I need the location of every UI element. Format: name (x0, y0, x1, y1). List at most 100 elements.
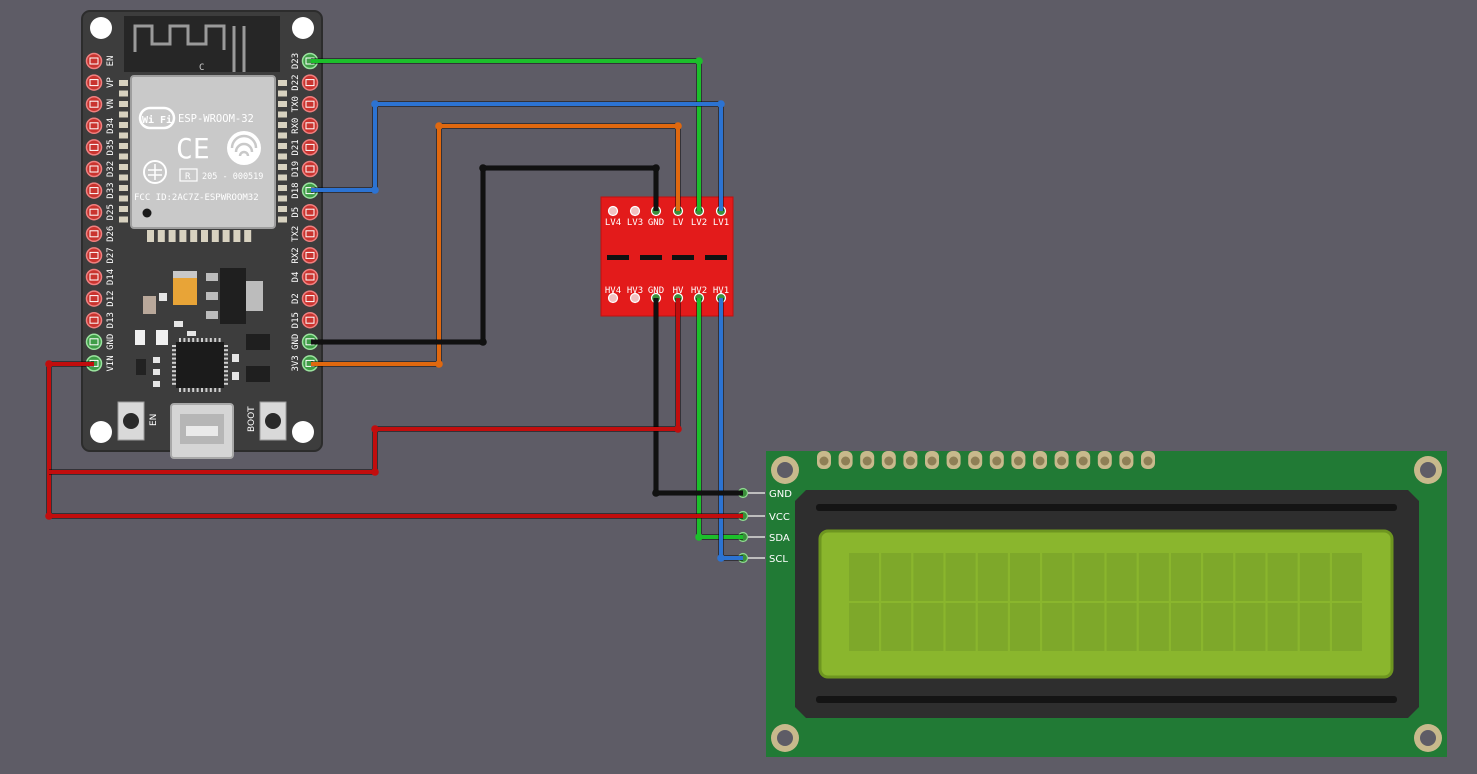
esp32-pin-label: D5 (291, 207, 301, 218)
esp32-pin-label: TX0 (291, 96, 301, 112)
esp32-pin-label: D26 (106, 226, 116, 242)
esp32-pin-d22[interactable] (301, 74, 319, 91)
led (156, 330, 168, 345)
lcd-pin-sda[interactable] (737, 531, 766, 543)
r-mark-box (179, 168, 198, 182)
regulator-tab (246, 281, 263, 311)
esp32-pin-d25[interactable] (85, 203, 103, 221)
espressif-logo-icon (227, 131, 261, 165)
level-shifter-pin-label: GND (648, 218, 664, 228)
mount-hole (90, 17, 112, 39)
esp32-pin-label: D13 (106, 312, 116, 328)
esp32-pin-gnd[interactable] (85, 333, 103, 351)
level-shifter-pin-label: LV3 (627, 218, 643, 228)
fcc-id-label: FCC ID:2AC7Z-ESPWROOM32 (134, 193, 259, 203)
esp32-pin-label: 3V3 (291, 355, 301, 371)
esp32-pin-label: D25 (106, 204, 116, 220)
level-shifter-pin-label: HV4 (605, 286, 621, 296)
level-shifter-pin-label: LV2 (691, 218, 707, 228)
esp32-pin-d34[interactable] (85, 117, 103, 135)
level-shifter-pin-label: GND (648, 286, 664, 296)
esp32-pin-d5[interactable] (301, 203, 319, 221)
esp32-pin-d14[interactable] (85, 268, 103, 286)
usb-uart-chip (176, 342, 224, 388)
esp32-pin-d15[interactable] (301, 311, 319, 329)
level-shifter-dashes (607, 255, 727, 260)
esp32-pin-d13[interactable] (85, 311, 103, 329)
level-shifter-pin-hv4[interactable] (607, 292, 619, 304)
esp32-pin-label: D14 (106, 269, 116, 285)
esp32-pin-en[interactable] (85, 52, 103, 70)
level-shifter-pin-lv3[interactable] (629, 205, 641, 217)
wifi-logo-icon: Wi Fi (138, 106, 176, 130)
esp32-pin-rx0[interactable] (301, 117, 319, 135)
en-button-label: EN (149, 414, 159, 426)
level-shifter-pin-label: HV (673, 286, 684, 296)
esp32-pin-label: TX2 (291, 226, 301, 242)
esp32-pin-label: D4 (291, 272, 301, 283)
lcd-pin-label: GND (769, 489, 792, 500)
module-bottom-pads (147, 230, 252, 242)
esp32-pin-label: D19 (291, 161, 301, 177)
esp32-pin-tx2[interactable] (301, 225, 319, 243)
wire-vin-to-lcd-vcc[interactable] (47, 362, 743, 518)
en-button[interactable] (117, 401, 145, 441)
esp32-pin-label: GND (106, 334, 116, 350)
level-shifter-pin-hv3[interactable] (629, 292, 641, 304)
r-mark: R (185, 172, 191, 182)
esp32-pin-d21[interactable] (301, 139, 319, 156)
esp32-pin-label: D33 (106, 182, 116, 198)
esp32-pin-vp[interactable] (85, 74, 103, 91)
esp32-pin-label: D18 (291, 182, 301, 198)
esp32-pin-label: VP (106, 77, 116, 88)
esp32-pin-vn[interactable] (85, 95, 103, 113)
antenna-trace (133, 24, 246, 72)
esp32-pin-d4[interactable] (301, 268, 319, 286)
wire-junctions (45, 57, 725, 562)
voltage-regulator (220, 268, 246, 324)
esp32-pin-d2[interactable] (301, 290, 319, 307)
esp32-pin-d26[interactable] (85, 225, 103, 243)
esp32-pin-d33[interactable] (85, 182, 103, 199)
level-shifter-pin-lv4[interactable] (607, 205, 619, 217)
lcd-pin-label: SDA (769, 533, 790, 544)
mount-hole (90, 421, 112, 443)
chip-legs (172, 338, 228, 392)
boot-button[interactable] (259, 401, 287, 441)
esp32-pin-d32[interactable] (85, 160, 103, 178)
smd-capacitor (143, 296, 156, 314)
esp32-pin-d27[interactable] (85, 247, 103, 264)
esp32-pin-d12[interactable] (85, 290, 103, 307)
transistor (246, 366, 270, 382)
wifi-logo-text: Wi Fi (142, 114, 172, 126)
esp32-right-header: D23D22TX0RX0D21D19D18D5TX2RX2D4D2D15GND3… (291, 52, 319, 372)
level-shifter-pin-label: HV1 (713, 286, 729, 296)
esp32-pin-label: EN (106, 56, 116, 67)
esp32-pin-label: RX2 (291, 247, 301, 263)
esp32-pin-label: D2 (291, 293, 301, 304)
esp32-pin-label: VIN (106, 355, 116, 371)
esp32-pin-label: D35 (106, 139, 116, 155)
lcd-pin-vcc[interactable] (737, 510, 766, 522)
lcd-pin-label: SCL (769, 554, 788, 565)
esp32-pin-d19[interactable] (301, 160, 319, 178)
boot-button-label: BOOT (247, 406, 257, 432)
esp32-pin-rx2[interactable] (301, 247, 319, 264)
antenna-mark: C (199, 63, 204, 73)
micro-usb-port[interactable] (170, 403, 234, 459)
esp32-left-header: ENVPVND34D35D32D33D25D26D27D14D12D13GNDV… (85, 52, 116, 372)
lcd-parallel-pads (817, 451, 1155, 469)
esp32-pin-d35[interactable] (85, 139, 103, 156)
esp32-devkit-board[interactable]: C Wi Fi ESP-WROOM-32 CE R 205 - 000519 F… (81, 10, 323, 459)
mount-hole (292, 421, 314, 443)
esp32-pin-label: RX0 (291, 118, 301, 134)
esp32-pin-label: D15 (291, 312, 301, 328)
esp32-pin-label: VN (106, 99, 116, 110)
esp32-pin-tx0[interactable] (301, 95, 319, 113)
esp32-pin-label: D12 (106, 290, 116, 306)
led (135, 330, 145, 345)
